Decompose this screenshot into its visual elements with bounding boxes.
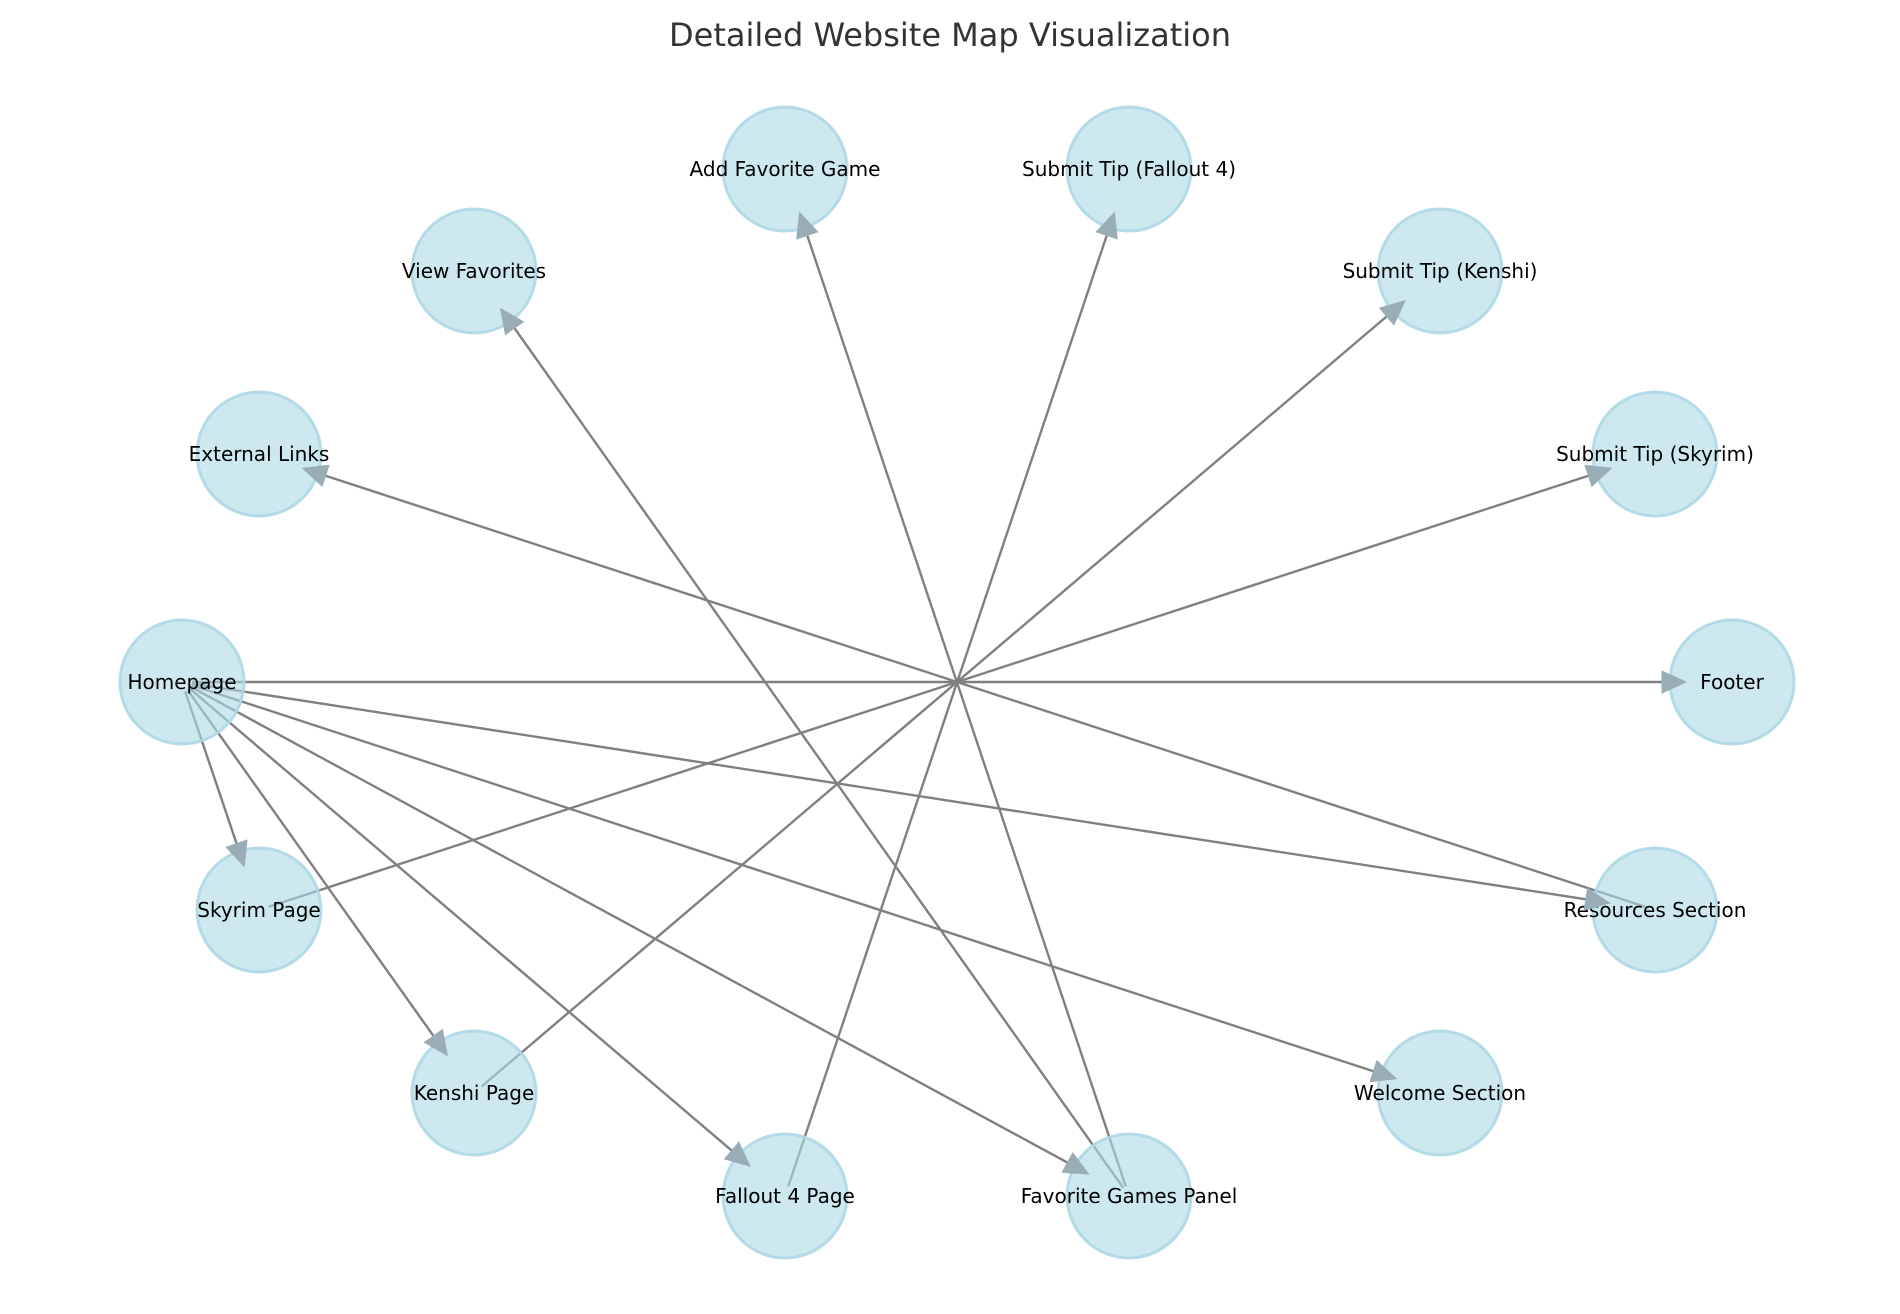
arrows-layer <box>225 211 1688 1175</box>
edge-homepage-to-resources <box>191 682 1587 901</box>
node-resources[interactable]: Resources Section <box>1564 846 1747 974</box>
arrow-head-skyrim <box>225 839 248 868</box>
node-label: Fallout 4 Page <box>715 1184 855 1208</box>
edge-homepage-to-fallout4 <box>188 687 733 1152</box>
arrow-head-viewfav <box>499 307 525 336</box>
node-footer[interactable]: Footer <box>1668 618 1796 746</box>
arrow-head-tipkenshi <box>1378 300 1406 326</box>
node-label: Skyrim Page <box>197 898 320 922</box>
node-label: Submit Tip (Kenshi) <box>1343 259 1538 283</box>
node-fallout4[interactable]: Fallout 4 Page <box>715 1132 855 1260</box>
edges-layer <box>184 234 1662 1189</box>
node-label: Homepage <box>127 670 236 694</box>
node-label: Kenshi Page <box>414 1081 535 1105</box>
node-label: Submit Tip (Skyrim) <box>1556 442 1754 466</box>
arrow-head-kenshi <box>423 1028 449 1057</box>
node-welcome[interactable]: Welcome Section <box>1354 1029 1526 1157</box>
node-circle <box>410 207 538 335</box>
node-circle <box>1376 207 1504 335</box>
edge-skyrim-to-tipskyrim <box>268 474 1589 909</box>
node-homepage[interactable]: Homepage <box>118 618 246 746</box>
node-tipkenshi[interactable]: Submit Tip (Kenshi) <box>1343 207 1538 335</box>
node-circle <box>1065 105 1193 233</box>
node-circle <box>721 1132 849 1260</box>
node-label: Welcome Section <box>1354 1081 1526 1105</box>
node-label: Footer <box>1700 670 1764 694</box>
node-circle <box>195 390 323 518</box>
arrow-head-resources <box>1583 887 1611 911</box>
edge-favgames-to-viewfav <box>513 327 1125 1189</box>
node-circle <box>1591 390 1719 518</box>
node-external[interactable]: External Links <box>189 390 330 518</box>
edge-homepage-to-welcome <box>191 683 1374 1073</box>
arrow-head-tipskyrim <box>1584 464 1613 488</box>
edge-resources-to-external <box>325 474 1646 909</box>
node-label: Favorite Games Panel <box>1021 1184 1238 1208</box>
diagram-title: Detailed Website Map Visualization <box>669 16 1231 54</box>
arrow-head-favgames <box>1061 1152 1090 1175</box>
node-tipskyrim[interactable]: Submit Tip (Skyrim) <box>1556 390 1754 518</box>
edge-homepage-to-kenshi <box>186 689 435 1037</box>
node-circle <box>1065 1132 1193 1260</box>
edge-homepage-to-favgames <box>190 685 1069 1164</box>
edge-kenshi-to-tipkenshi <box>480 315 1388 1088</box>
node-label: External Links <box>189 442 330 466</box>
node-circle <box>721 105 849 233</box>
node-circle <box>195 846 323 974</box>
edge-favgames-to-addfav <box>806 234 1127 1187</box>
node-label: Add Favorite Game <box>690 157 881 181</box>
arrow-head-tipfallout <box>1095 211 1118 240</box>
arrow-head-fallout4 <box>723 1141 751 1167</box>
node-circle <box>1591 846 1719 974</box>
node-circle <box>410 1029 538 1157</box>
edge-fallout4-to-tipfallout <box>787 234 1108 1187</box>
node-label: Submit Tip (Fallout 4) <box>1022 157 1236 181</box>
node-kenshi[interactable]: Kenshi Page <box>410 1029 538 1157</box>
node-addfav[interactable]: Add Favorite Game <box>690 105 881 233</box>
node-favgames[interactable]: Favorite Games Panel <box>1021 1132 1238 1260</box>
arrow-head-welcome <box>1369 1059 1398 1083</box>
node-skyrim[interactable]: Skyrim Page <box>195 846 323 974</box>
node-circle <box>118 618 246 746</box>
arrow-head-footer <box>1661 670 1688 694</box>
node-tipfallout[interactable]: Submit Tip (Fallout 4) <box>1022 105 1236 233</box>
arrow-head-external <box>301 464 330 488</box>
node-viewfav[interactable]: View Favorites <box>402 207 546 335</box>
arrow-head-addfav <box>796 211 819 240</box>
node-label: View Favorites <box>402 259 546 283</box>
node-circle <box>1376 1029 1504 1157</box>
